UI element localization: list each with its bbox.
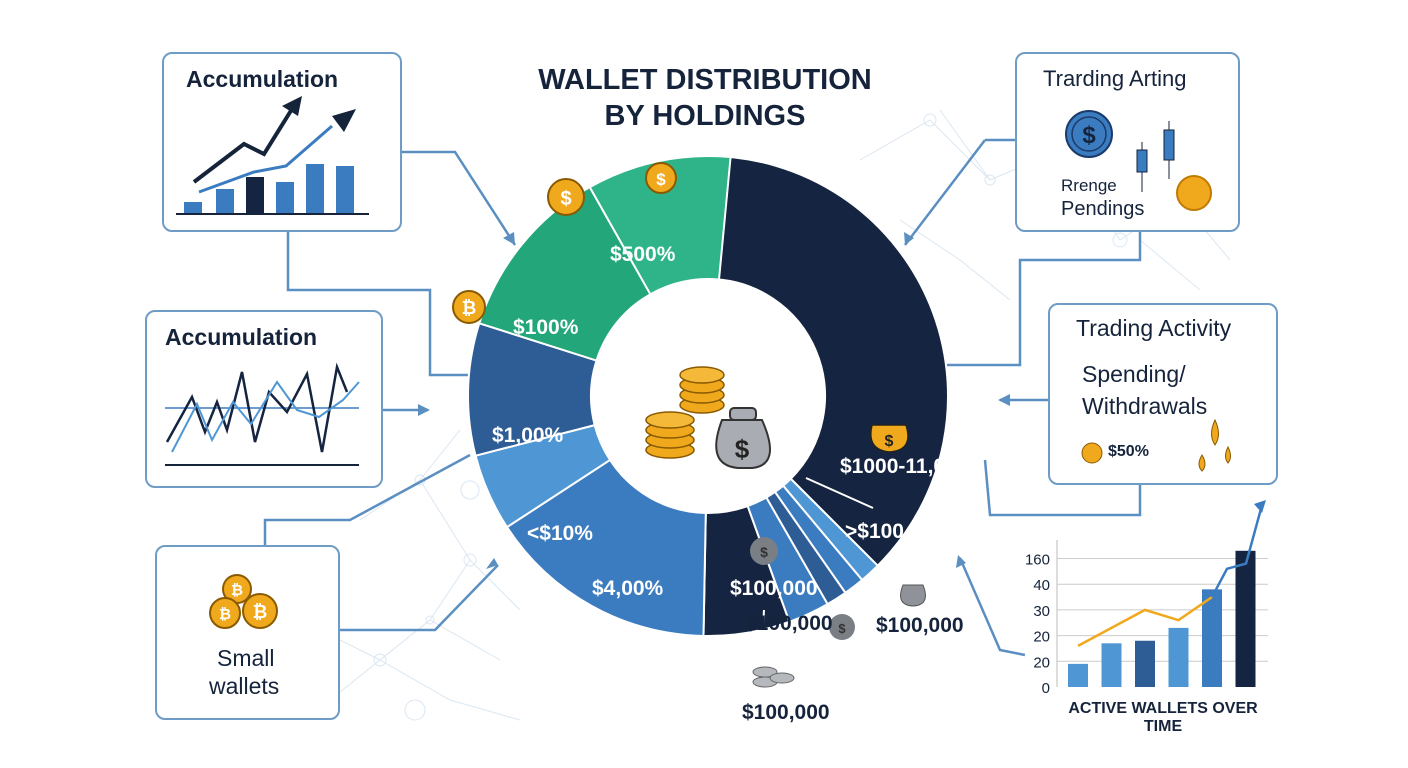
outside-label: $100,000 <box>876 614 964 637</box>
panel-accumulation-top: Accumulation <box>162 52 402 232</box>
panel-title: Accumulation <box>165 324 318 350</box>
candlestick-icon: $ <box>1065 110 1212 211</box>
svg-text:$: $ <box>1082 122 1096 149</box>
donut-label: $100,000 <box>730 577 818 600</box>
panel-title: Small <box>217 645 275 671</box>
coin-label: $50% <box>1108 443 1149 460</box>
donut-label: >$100,000 <box>845 520 945 543</box>
orange-line <box>1077 596 1213 647</box>
donut-label: $1000-11,000 <box>840 455 969 478</box>
bitcoin-coins-icon: ₿₿₿ <box>209 574 278 629</box>
bar <box>1135 640 1155 687</box>
page-title: WALLET DISTRIBUTION <box>538 64 872 96</box>
donut-label: $100% <box>513 316 579 339</box>
svg-text:₿: ₿ <box>219 606 231 623</box>
y-tick-label: 160 <box>1025 552 1050 569</box>
bar <box>1235 550 1256 687</box>
panel-title-2: wallets <box>209 673 280 699</box>
panel-subtitle: Spending/ <box>1082 361 1186 387</box>
panel-label: Rrenge <box>1061 176 1117 195</box>
donut-label: $4,00% <box>592 577 664 600</box>
panel-title: Accumulation <box>186 66 339 92</box>
panel-title: Trarding Arting <box>1043 66 1187 91</box>
svg-text:$: $ <box>560 188 571 210</box>
panel-trading-top: Trarding Arting $ Rrenge Pendings <box>1015 52 1240 232</box>
page-subtitle: BY HOLDINGS <box>604 100 806 132</box>
bar-trend-icon <box>176 96 369 215</box>
donut-label: $500% <box>610 243 676 266</box>
svg-text:$: $ <box>760 544 768 560</box>
svg-text:₿: ₿ <box>462 298 477 318</box>
bar <box>1101 643 1122 687</box>
y-tick-label: 0 <box>1042 680 1050 697</box>
chart-title: ACTIVE WALLETS OVER TIME <box>1068 700 1258 735</box>
blue-line <box>1210 504 1264 598</box>
panel-accumulation-mid: Accumulation <box>145 310 383 488</box>
line-chart-icon <box>165 362 360 466</box>
panel-trading-activity: Trading Activity Spending/ Withdrawals $… <box>1048 303 1278 485</box>
donut-chart <box>467 154 949 637</box>
connectors <box>263 138 1142 657</box>
bar <box>1068 663 1088 687</box>
svg-text:$: $ <box>656 170 666 189</box>
donut-label: <$10% <box>527 522 593 545</box>
panel-small-wallets: ₿₿₿ Small wallets <box>155 545 340 720</box>
outside-label: $100,000 <box>742 701 830 724</box>
bar <box>1168 627 1189 687</box>
y-tick-label: 20 <box>1033 654 1050 671</box>
coin-leaf-icons <box>1081 418 1231 472</box>
svg-text:$: $ <box>838 621 846 636</box>
panel-title: Trading Activity <box>1076 315 1232 341</box>
svg-text:$: $ <box>885 433 894 450</box>
svg-text:₿: ₿ <box>231 582 243 599</box>
panel-subtitle-2: Withdrawals <box>1082 393 1208 419</box>
svg-text:₿: ₿ <box>253 602 268 622</box>
y-tick-label: 40 <box>1033 577 1050 594</box>
donut-label: $1,00% <box>492 424 564 447</box>
y-tick-label: 20 <box>1033 629 1050 646</box>
y-tick-label: 30 <box>1033 603 1050 620</box>
svg-text:$: $ <box>735 434 750 464</box>
panel-label-2: Pendings <box>1061 198 1145 220</box>
arrow-head <box>1254 500 1266 513</box>
outside-label: $100,000 <box>745 612 833 635</box>
bar <box>1202 589 1222 687</box>
